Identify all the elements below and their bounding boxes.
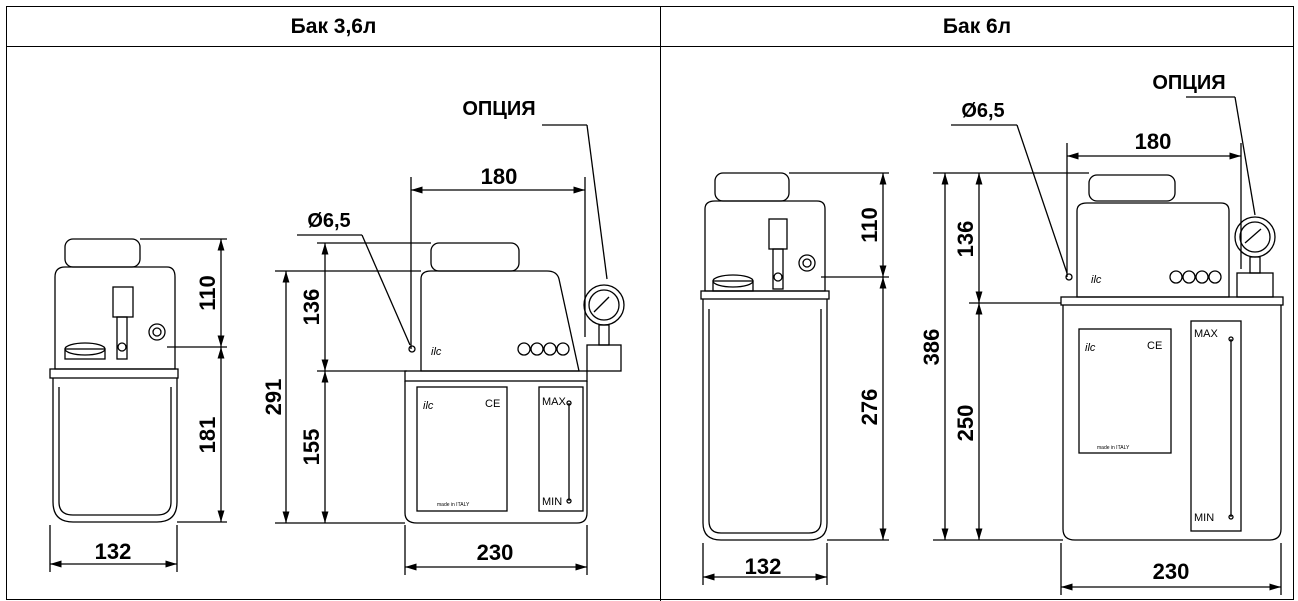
ce-mark-6l: CE — [1147, 340, 1162, 352]
front-dims-36l — [275, 124, 608, 575]
brand-logo-front-36l: ilc — [431, 346, 442, 358]
max-mark-36l: MAX — [542, 396, 567, 408]
dim-180-6l: 180 — [1135, 129, 1172, 154]
dim-386-6l: 386 — [919, 329, 944, 366]
header-tank-36l: Бак 3,6л — [7, 7, 660, 47]
front-view-36l — [404, 242, 625, 524]
dim-132-36l: 132 — [95, 539, 132, 564]
dim-132-6l: 132 — [745, 554, 782, 579]
drawing-tank-6l: ОПЦИЯ Ø6,5 180 132 230 110 276 386 136 2… — [661, 47, 1293, 600]
option-label-36l: ОПЦИЯ — [462, 98, 535, 120]
brand-logo-panel-36l: ilc — [423, 400, 434, 412]
tank-36l-title: Бак 3,6л — [290, 14, 377, 38]
header-tank-6l: Бак 6л — [661, 7, 1293, 47]
brand-logo-front-6l: ilc — [1091, 274, 1102, 286]
made-in-label-6l: made in ITALY — [1097, 445, 1130, 451]
dim-110-36l: 110 — [195, 275, 220, 311]
dim-136-6l: 136 — [953, 221, 978, 258]
max-mark-6l: MAX — [1194, 328, 1219, 340]
min-mark-36l: MIN — [542, 496, 562, 508]
dim-230-36l: 230 — [477, 540, 514, 565]
dim-181-36l: 181 — [195, 417, 220, 454]
front-view-6l — [1060, 174, 1284, 541]
side-view-6l — [700, 172, 830, 541]
dim-136-36l: 136 — [299, 289, 324, 326]
dim-230-6l: 230 — [1153, 559, 1190, 584]
dim-250-6l: 250 — [953, 405, 978, 442]
drawing-6l-svg: ОПЦИЯ Ø6,5 180 132 230 110 276 386 136 2… — [700, 72, 1284, 595]
dim-276-6l: 276 — [857, 389, 882, 426]
side-dims-36l — [49, 238, 227, 572]
front-dims-6l — [933, 96, 1282, 595]
dim-291-36l: 291 — [261, 379, 286, 416]
drawing-tank-36l: ОПЦИЯ Ø6,5 180 132 230 110 181 291 136 1… — [7, 47, 660, 600]
brand-logo-panel-6l: ilc — [1085, 342, 1096, 354]
option-label-6l: ОПЦИЯ — [1152, 72, 1225, 94]
dim-110-6l: 110 — [857, 207, 882, 243]
side-dims-6l — [702, 172, 889, 585]
ce-mark-36l: CE — [485, 398, 500, 410]
dim-155-36l: 155 — [299, 429, 324, 466]
drawing-table: Бак 3,6л Бак 6л — [6, 6, 1294, 601]
min-mark-6l: MIN — [1194, 512, 1214, 524]
drawing-36l-svg: ОПЦИЯ Ø6,5 180 132 230 110 181 291 136 1… — [49, 98, 625, 575]
tank-6l-title: Бак 6л — [942, 14, 1012, 38]
column-separator — [660, 7, 661, 601]
dim-180-36l: 180 — [481, 164, 518, 189]
hole-label-6l: Ø6,5 — [961, 100, 1004, 122]
hole-label-36l: Ø6,5 — [307, 210, 350, 232]
side-view-36l — [49, 238, 179, 523]
made-in-label-36l: made in ITALY — [437, 502, 470, 508]
